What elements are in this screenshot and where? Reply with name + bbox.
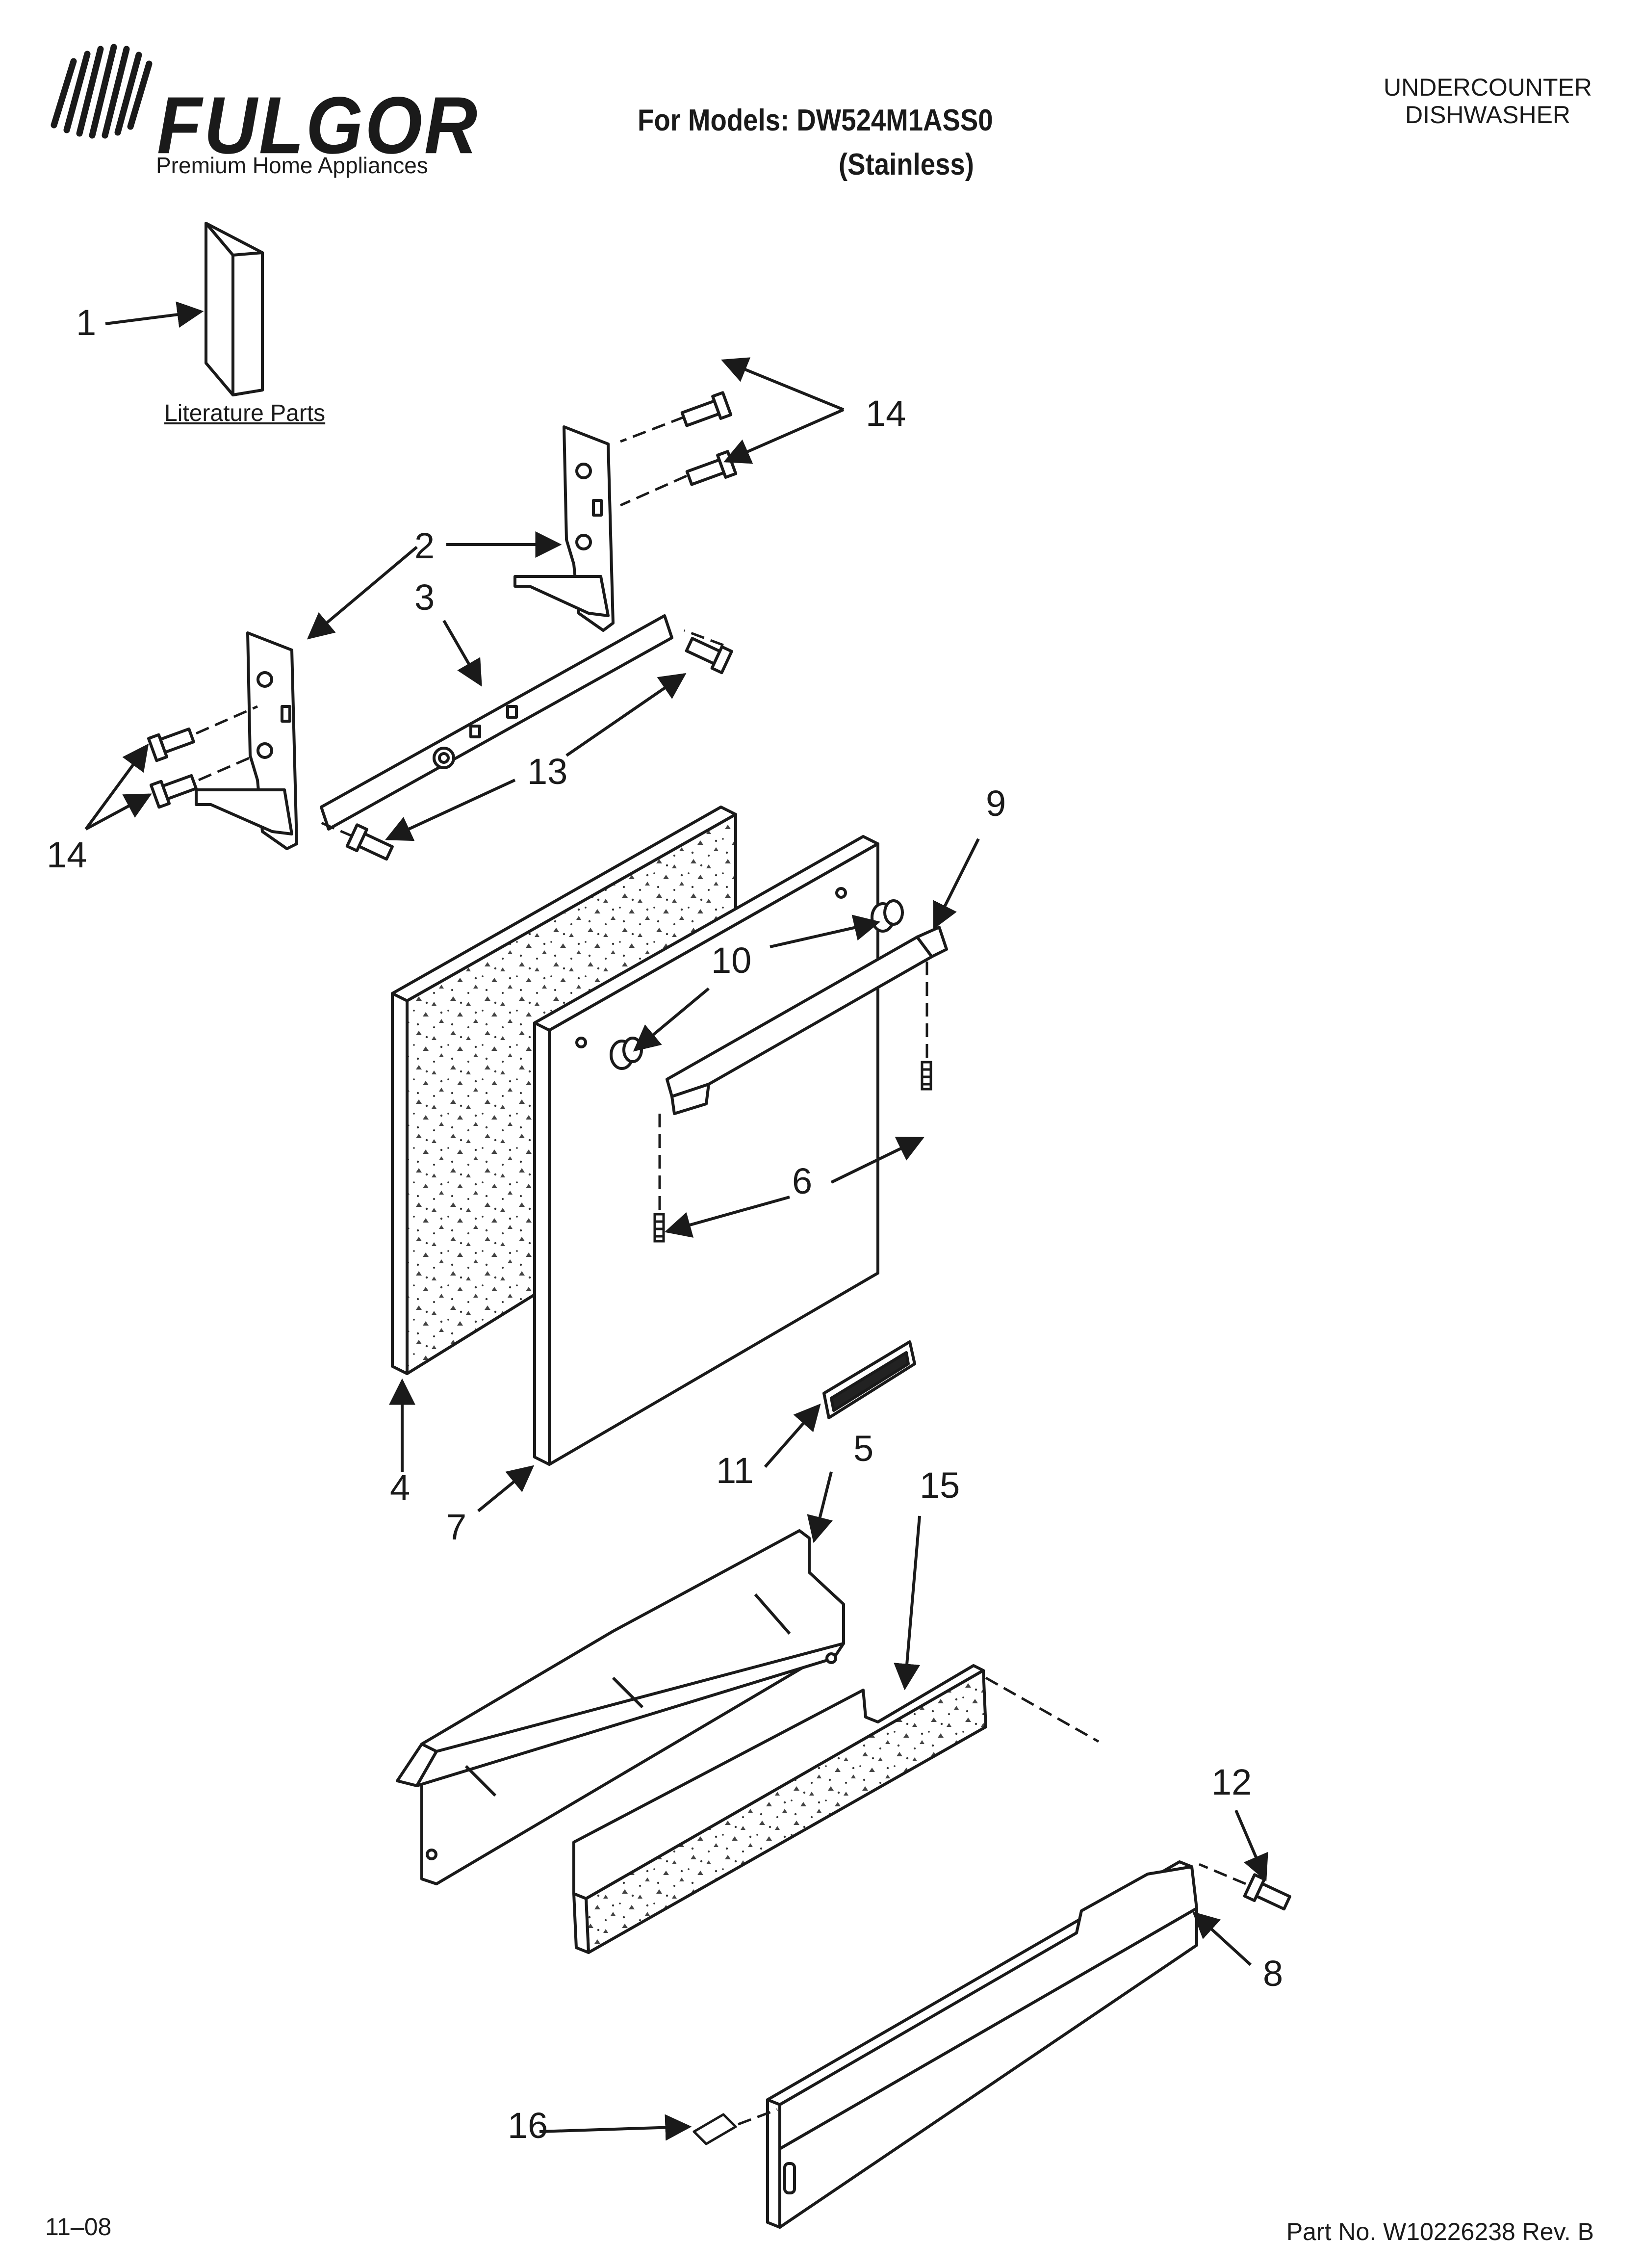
brand-badge bbox=[822, 1340, 916, 1419]
part-number-10: 10 bbox=[711, 940, 752, 981]
toe-panel bbox=[766, 1860, 1198, 2229]
models-line: For Models: DW524M1ASS0 bbox=[638, 104, 993, 137]
part-number-7: 7 bbox=[446, 1507, 467, 1547]
category-line-1: UNDERCOUNTER bbox=[1384, 74, 1592, 101]
hinge-rail bbox=[320, 614, 673, 831]
part-number-14-left: 14 bbox=[47, 834, 87, 875]
toe-bracket bbox=[396, 1529, 845, 1885]
part-number-11: 11 bbox=[716, 1450, 754, 1491]
part-number-1: 1 bbox=[76, 302, 97, 343]
hinge-bracket-left bbox=[195, 631, 298, 850]
part-number-13: 13 bbox=[527, 751, 568, 792]
part-number-3: 3 bbox=[414, 577, 435, 618]
part-number-12: 12 bbox=[1211, 1762, 1252, 1802]
fulgor-logo-mark bbox=[51, 44, 153, 139]
assembly-lines bbox=[195, 416, 1246, 2126]
part-number-5: 5 bbox=[853, 1428, 874, 1469]
part-number-2: 2 bbox=[414, 525, 435, 566]
outer-door-panel bbox=[533, 835, 879, 1466]
toe-panel-clip bbox=[693, 2113, 737, 2145]
appliance-category: UNDERCOUNTER DISHWASHER bbox=[1384, 74, 1592, 129]
brand-tagline: Premium Home Appliances bbox=[156, 153, 428, 178]
handle-studs bbox=[653, 1061, 932, 1243]
category-line-2: DISHWASHER bbox=[1405, 101, 1571, 129]
literature-booklet bbox=[205, 222, 264, 396]
brand-wordmark: FULGOR bbox=[157, 79, 480, 171]
literature-parts-label: Literature Parts bbox=[164, 400, 326, 426]
toe-insulation bbox=[572, 1664, 987, 1954]
part-number-16: 16 bbox=[508, 2105, 548, 2146]
leader-arrows bbox=[84, 301, 1268, 2141]
hinge-bracket-right bbox=[513, 425, 615, 632]
part-number-14-top: 14 bbox=[866, 393, 906, 434]
part-number-9: 9 bbox=[986, 783, 1006, 824]
part-number-4: 4 bbox=[390, 1467, 410, 1508]
revision-date: 11–08 bbox=[45, 2213, 112, 2241]
door-handle bbox=[666, 926, 948, 1115]
document-part-number: Part No. W10226238 Rev. B bbox=[1286, 2218, 1594, 2245]
model-variant: (Stainless) bbox=[839, 148, 974, 182]
part-number-15: 15 bbox=[920, 1465, 960, 1506]
part-number-8: 8 bbox=[1263, 1953, 1283, 1994]
part-number-6: 6 bbox=[792, 1161, 813, 1201]
